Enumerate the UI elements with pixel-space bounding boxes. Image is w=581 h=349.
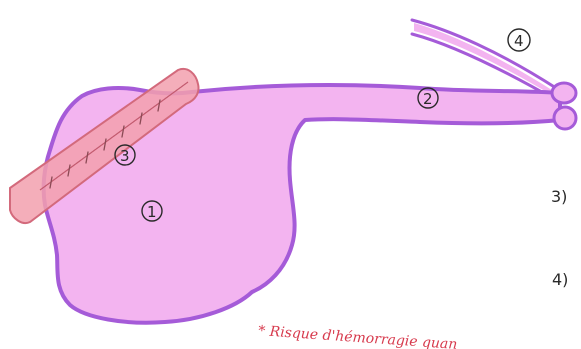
side-item-3: 3) (551, 187, 567, 206)
marker-band-label: 3 (120, 147, 130, 165)
marker-vessel: 4 (508, 29, 530, 51)
hemorrhage-note: * Risque d'hémorragie quan (258, 323, 458, 349)
duct-end-lower (554, 107, 576, 129)
marker-vessel-label: 4 (514, 32, 524, 50)
marker-body-label: 1 (147, 203, 157, 221)
side-item-4: 4) (552, 270, 568, 289)
marker-duct-label: 2 (423, 90, 433, 108)
duct-end-upper (552, 83, 576, 103)
